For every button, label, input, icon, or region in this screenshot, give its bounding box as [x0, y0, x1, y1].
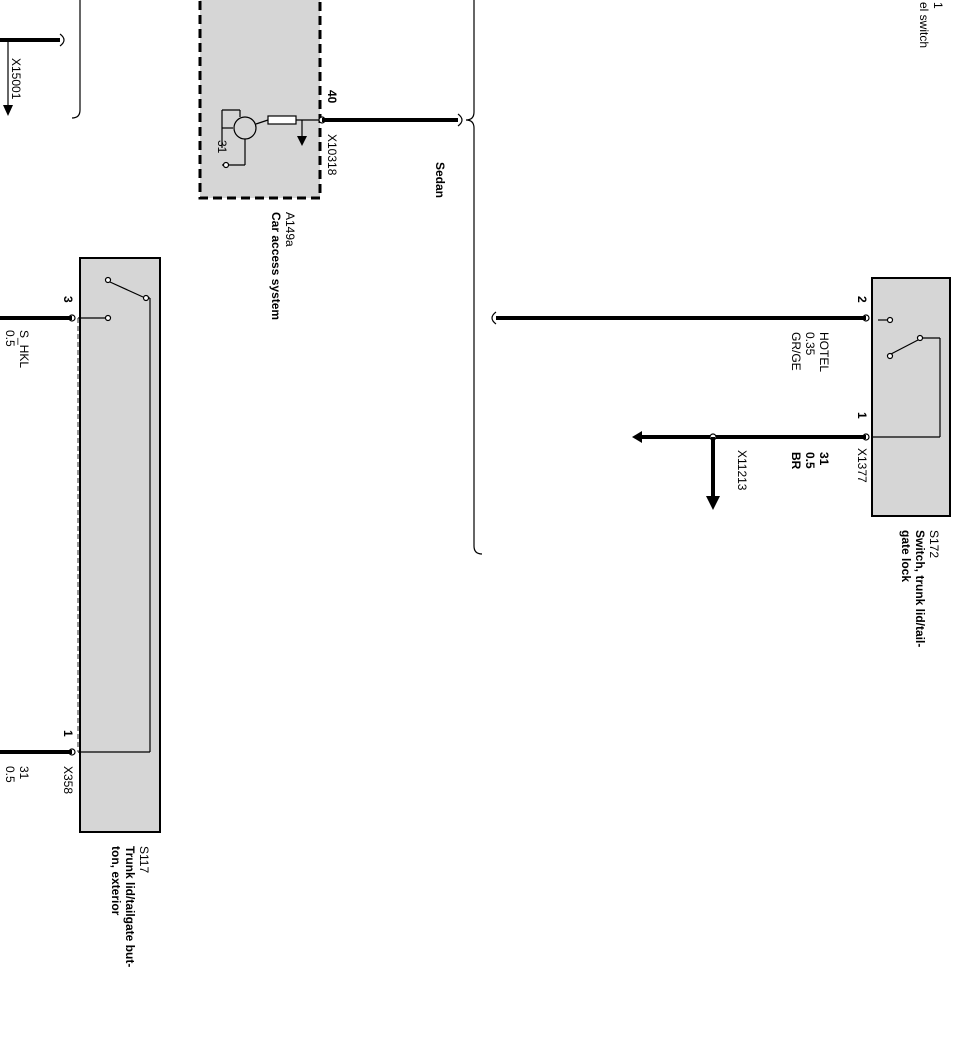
s117-pin3-label: 3 — [61, 296, 75, 303]
s172-pin2-label: 2 — [855, 296, 869, 303]
s172-wire2-color: GR/GE — [789, 332, 803, 371]
s172-wire2-gauge: 0.35 — [803, 332, 817, 356]
a149a-desc-label: Car access system — [269, 212, 283, 320]
s172-switch: 2 HOTEL 0.35 GR/GE 1 X1377 31 0.5 BR X11… — [491, 277, 951, 647]
s117-id-label: S117 — [137, 846, 151, 873]
s117-wire1-signal: 31 — [17, 766, 31, 780]
s117-wire3-gauge: 0.5 — [3, 330, 17, 347]
s172-id-label: S172 — [927, 530, 941, 558]
a149a-ground-pin-label: 31 — [215, 140, 229, 154]
sedan-label: Sedan — [433, 162, 447, 198]
sedan-brace: Sedan — [433, 0, 483, 555]
s173-partial: 1 el switch — [917, 2, 945, 48]
s172-wire1-color: BR — [789, 452, 803, 470]
s172-desc-line2: gate lock — [899, 530, 913, 582]
s117-button: 3 S_HKL 0.5 1 X358 31 0.5 S117 Trunk lid… — [0, 257, 161, 967]
s117-desc-line2: ton, exterior — [109, 846, 123, 916]
x15001-connector-group: X15001 — [0, 0, 81, 119]
s117-desc-line1: Trunk lid/tailgate but- — [123, 846, 137, 967]
s172-connector-label: X1377 — [855, 448, 869, 483]
a149a-id-label: A149a — [283, 212, 297, 247]
s172-wire2-signal: HOTEL — [817, 332, 831, 372]
s172-wire1-gauge: 0.5 — [803, 452, 817, 469]
s172-pin1-label: 1 — [855, 412, 869, 419]
s172-ground-connector: X11213 — [735, 450, 749, 491]
s172-desc-line1: Switch, trunk lid/tail- — [913, 530, 927, 647]
s117-wire3-signal: S_HKL — [17, 330, 31, 368]
s117-pin1-label: 1 — [61, 730, 75, 737]
a149a-module: 31 40 X10318 A149a Car access system — [198, 0, 463, 320]
s117-wire1-gauge: 0.5 — [3, 766, 17, 783]
s172-wire1-signal: 31 — [817, 452, 831, 466]
s173-desc-fragment: el switch — [917, 2, 931, 48]
x15001-label: X15001 — [9, 58, 23, 100]
s117-connector-label: X358 — [61, 766, 75, 794]
a149a-connector-label: X10318 — [325, 134, 339, 176]
a149a-pin-label: 40 — [325, 90, 339, 104]
s173-title-fragment: 1 — [931, 2, 945, 9]
